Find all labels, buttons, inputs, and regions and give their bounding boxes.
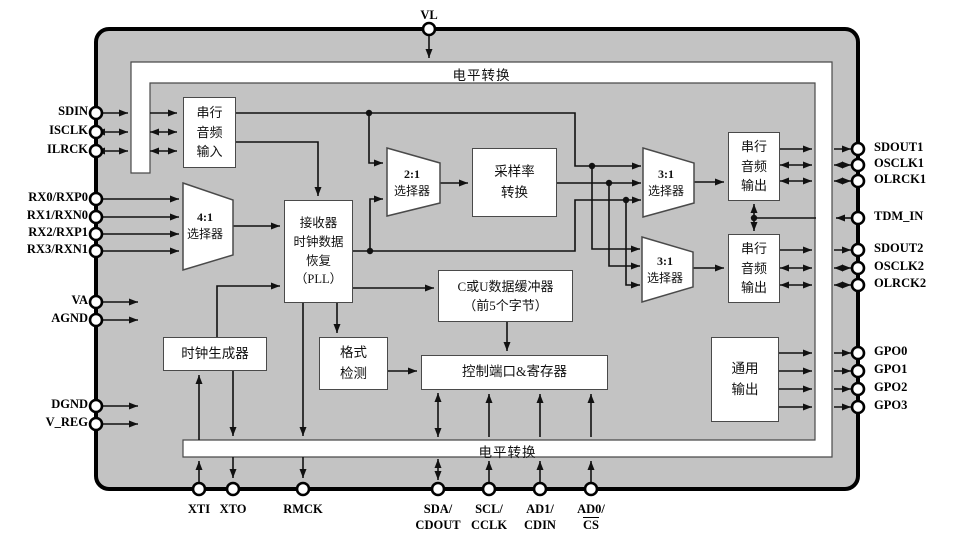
format-detect: 格式检测 (319, 337, 388, 390)
block-label-line: 格式 (340, 345, 367, 361)
block-label-line: 时钟数据 (293, 234, 344, 249)
mux-ratio: 3:1 (658, 166, 674, 181)
pin-label-line: XTO (219, 502, 247, 516)
block-label-line: 输出 (740, 280, 767, 296)
pin-label-ISCLK: ISCLK (49, 123, 88, 137)
block-label-line: 检测 (340, 365, 367, 381)
general-purpose-output: 通用输出 (711, 337, 779, 422)
pin-label-VL: VL (420, 8, 438, 22)
block-label-line: 控制端口&寄存器 (461, 364, 567, 380)
mux-3-1-upper-label: 3:1 选择器 (641, 160, 691, 206)
pin-label-AD1/CDIN: AD1/CDIN (506, 502, 574, 533)
mux-caption: 选择器 (647, 184, 684, 198)
block-label-line: 音频 (740, 260, 767, 276)
block-label-line: 输出 (740, 178, 767, 194)
pin-label-OLRCK1: OLRCK1 (874, 172, 927, 186)
pin-label-line: CCLK (470, 517, 508, 532)
pin-label-line: CS (583, 517, 599, 532)
pin-label-line: SDA/ (423, 502, 453, 516)
level-translate-bottom-label: 电平转换 (478, 445, 537, 460)
pin-label-RX2/RXP1: RX2/RXP1 (28, 225, 88, 239)
serial-audio-output-2: 串行音频输出 (728, 234, 780, 303)
pin-label-SDIN: SDIN (58, 104, 88, 118)
block-label-line: 恢复 (305, 253, 331, 268)
pin-label-RX0/RXP0: RX0/RXP0 (28, 190, 88, 204)
pin-label-VA: VA (71, 293, 88, 307)
pin-label-line: AD1/ (526, 502, 554, 516)
pin-label-ILRCK: ILRCK (47, 142, 88, 156)
pin-label-GPO2: GPO2 (874, 380, 908, 394)
pin-label-line: CDOUT (415, 517, 461, 532)
pin-label-OSCLK2: OSCLK2 (874, 259, 925, 273)
serial-audio-input: 串行音频输入 (183, 97, 236, 168)
pin-label-GPO3: GPO3 (874, 398, 908, 412)
mux-ratio: 3:1 (657, 253, 673, 268)
mux-2-1-label: 2:1 选择器 (387, 160, 437, 206)
pin-label-TDM_IN: TDM_IN (874, 209, 924, 223)
pin-label-XTI: XTI (165, 502, 233, 518)
mux-caption: 选择器 (186, 227, 223, 241)
pin-label-RMCK: RMCK (269, 502, 337, 518)
pin-label-DGND: DGND (51, 397, 88, 411)
level-translate-top-label: 电平转换 (452, 68, 511, 83)
pin-label-AD0/CS: AD0/CS (557, 502, 625, 533)
pin-label-line: AD0/ (577, 502, 605, 516)
pin-label-AGND: AGND (51, 311, 88, 325)
mux-caption: 选择器 (393, 184, 430, 198)
mux-ratio: 4:1 (197, 209, 213, 224)
pin-label-RX3/RXN1: RX3/RXN1 (26, 242, 88, 256)
pin-label-GPO0: GPO0 (874, 344, 908, 358)
block-label-line: 接收器 (299, 216, 338, 230)
pin-label-GPO1: GPO1 (874, 362, 908, 376)
mux-3-1-lower-label: 3:1 选择器 (640, 247, 690, 293)
block-label-line: 时钟生成器 (181, 345, 249, 361)
cu-data-buffer: C或U数据缓冲器 （前5个字节） (438, 270, 573, 322)
block-label-line: 输入 (196, 144, 223, 160)
pin-label-line: XTI (187, 502, 211, 516)
block-label-line: 串行 (740, 139, 767, 155)
block-label-line: 通用 (731, 361, 759, 377)
pin-label-line: CDIN (524, 517, 556, 532)
block-label-line: 输出 (731, 381, 759, 397)
sample-rate-converter: 采样率转换 (472, 148, 557, 217)
pin-label-XTO: XTO (199, 502, 267, 518)
serial-audio-output-1: 串行音频输出 (728, 132, 780, 201)
clock-generator: 时钟生成器 (163, 337, 267, 371)
pin-label-SDA/CDOUT: SDA/CDOUT (404, 502, 472, 533)
block-label-line: 音频 (740, 158, 767, 174)
mux-caption: 选择器 (646, 271, 683, 285)
pin-label-line: SCL/ (475, 502, 503, 516)
block-label-line: （前5个字节） (463, 298, 548, 313)
pin-label-OLRCK2: OLRCK2 (874, 276, 927, 290)
control-port-registers: 控制端口&寄存器 (421, 355, 608, 390)
mux-ratio: 2:1 (404, 166, 420, 181)
pin-label-RX1/RXN0: RX1/RXN0 (26, 208, 88, 222)
block-label-line: 音频 (196, 124, 223, 140)
mux-4-1-label: 4:1 选择器 (181, 198, 229, 254)
block-label-line: 采样率 (494, 164, 535, 180)
pin-label-line: RMCK (283, 502, 323, 516)
pin-label-OSCLK1: OSCLK1 (874, 156, 925, 170)
block-label-line: （PLL） (294, 272, 343, 287)
pin-label-V_REG: V_REG (45, 415, 88, 429)
pin-label-SDOUT1: SDOUT1 (874, 140, 924, 154)
pin-label-SDOUT2: SDOUT2 (874, 241, 924, 255)
block-label-line: C或U数据缓冲器 (457, 278, 554, 294)
block-label-line: 串行 (196, 105, 223, 121)
receiver-clock-data-recovery-pll: 接收器时钟数据恢复 （PLL） (284, 200, 353, 303)
block-label-line: 转换 (501, 184, 528, 200)
block-label-line: 串行 (740, 241, 767, 257)
pin-label-SCL/CCLK: SCL/CCLK (455, 502, 523, 533)
